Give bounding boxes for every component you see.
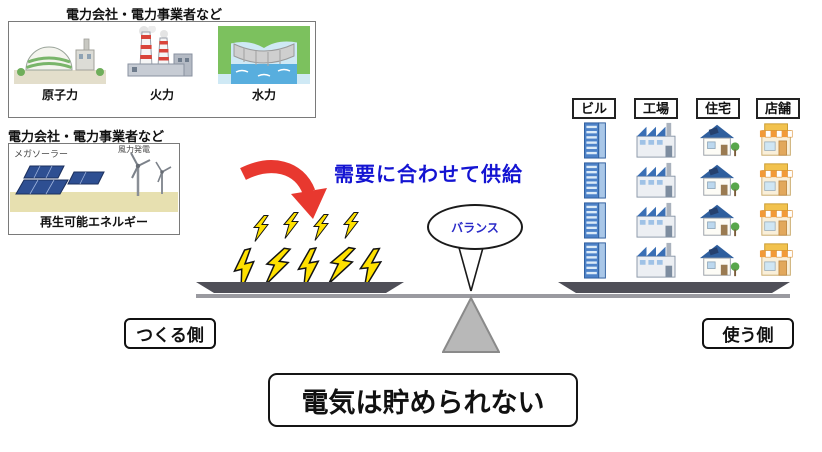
factory-icon	[636, 242, 676, 278]
consumer-side-label: 使う側	[702, 318, 794, 349]
renewables-box: メガソーラー 風力発電 再生可能エネルギー	[8, 143, 180, 235]
consumer-column-building: ビル	[565, 98, 623, 279]
factory-column-label: 工場	[633, 98, 678, 119]
producers-box: 原子力 火力	[8, 21, 316, 118]
speech-bubble-tail	[457, 244, 485, 292]
footer-message-text: 電気は貯められない	[301, 387, 545, 418]
house-icon	[699, 204, 740, 237]
mega-solar-label: メガソーラー	[14, 149, 68, 159]
nuclear-label: 原子力	[41, 88, 78, 102]
balance-bubble-label: バランス	[451, 220, 499, 235]
consumer-column-house: 住宅	[689, 98, 747, 279]
shop-icon	[759, 163, 793, 196]
shop-icon	[759, 243, 793, 276]
supply-note: 需要に合わせて供給	[334, 164, 523, 186]
consumer-side-text: 使う側	[722, 326, 774, 345]
building-column-label: ビル	[571, 98, 616, 119]
nuclear-plant-icon	[14, 26, 106, 84]
thermal-plant-icon	[116, 26, 208, 84]
balance-bubble: バランス	[427, 204, 523, 250]
factory-icon	[636, 202, 676, 238]
hydro-plant-icon	[218, 26, 310, 84]
scale-beam	[196, 294, 790, 298]
producer-side-label: つくる側	[124, 318, 216, 349]
renewable-energy-illustration: メガソーラー 風力発電	[10, 144, 178, 212]
nuclear-cell: 原子力	[9, 22, 111, 117]
shop-column-label: 店舗	[755, 98, 800, 119]
hydro-cell: 水力	[213, 22, 315, 117]
house-icon	[699, 124, 740, 157]
shop-icon	[759, 123, 793, 156]
hydro-label: 水力	[251, 88, 276, 102]
house-column-label: 住宅	[695, 98, 740, 119]
office-building-icon	[584, 162, 606, 199]
thermal-cell: 火力	[111, 22, 213, 117]
right-scale-plate	[558, 282, 790, 293]
house-icon	[699, 244, 740, 277]
office-building-icon	[584, 122, 606, 159]
factory-icon	[636, 122, 676, 158]
office-building-icon	[584, 242, 606, 279]
house-icon	[699, 164, 740, 197]
footer-message-box: 電気は貯められない	[268, 373, 578, 427]
consumer-column-factory: 工場	[627, 98, 685, 279]
wind-power-label: 風力発電	[118, 144, 150, 154]
fulcrum-triangle	[442, 296, 500, 353]
renewables-caption: 再生可能エネルギー	[39, 215, 148, 229]
producer-side-text: つくる側	[136, 326, 204, 345]
consumer-column-shop: 店舗	[749, 98, 807, 279]
left-scale-plate	[196, 282, 404, 293]
factory-icon	[636, 162, 676, 198]
office-building-icon	[584, 202, 606, 239]
producers-box-title: 電力会社・電力事業者など	[66, 7, 223, 22]
thermal-label: 火力	[149, 88, 174, 102]
renewables-box-title: 電力会社・電力事業者など	[8, 129, 165, 144]
shop-icon	[759, 203, 793, 236]
supply-arrow-icon	[240, 160, 327, 219]
